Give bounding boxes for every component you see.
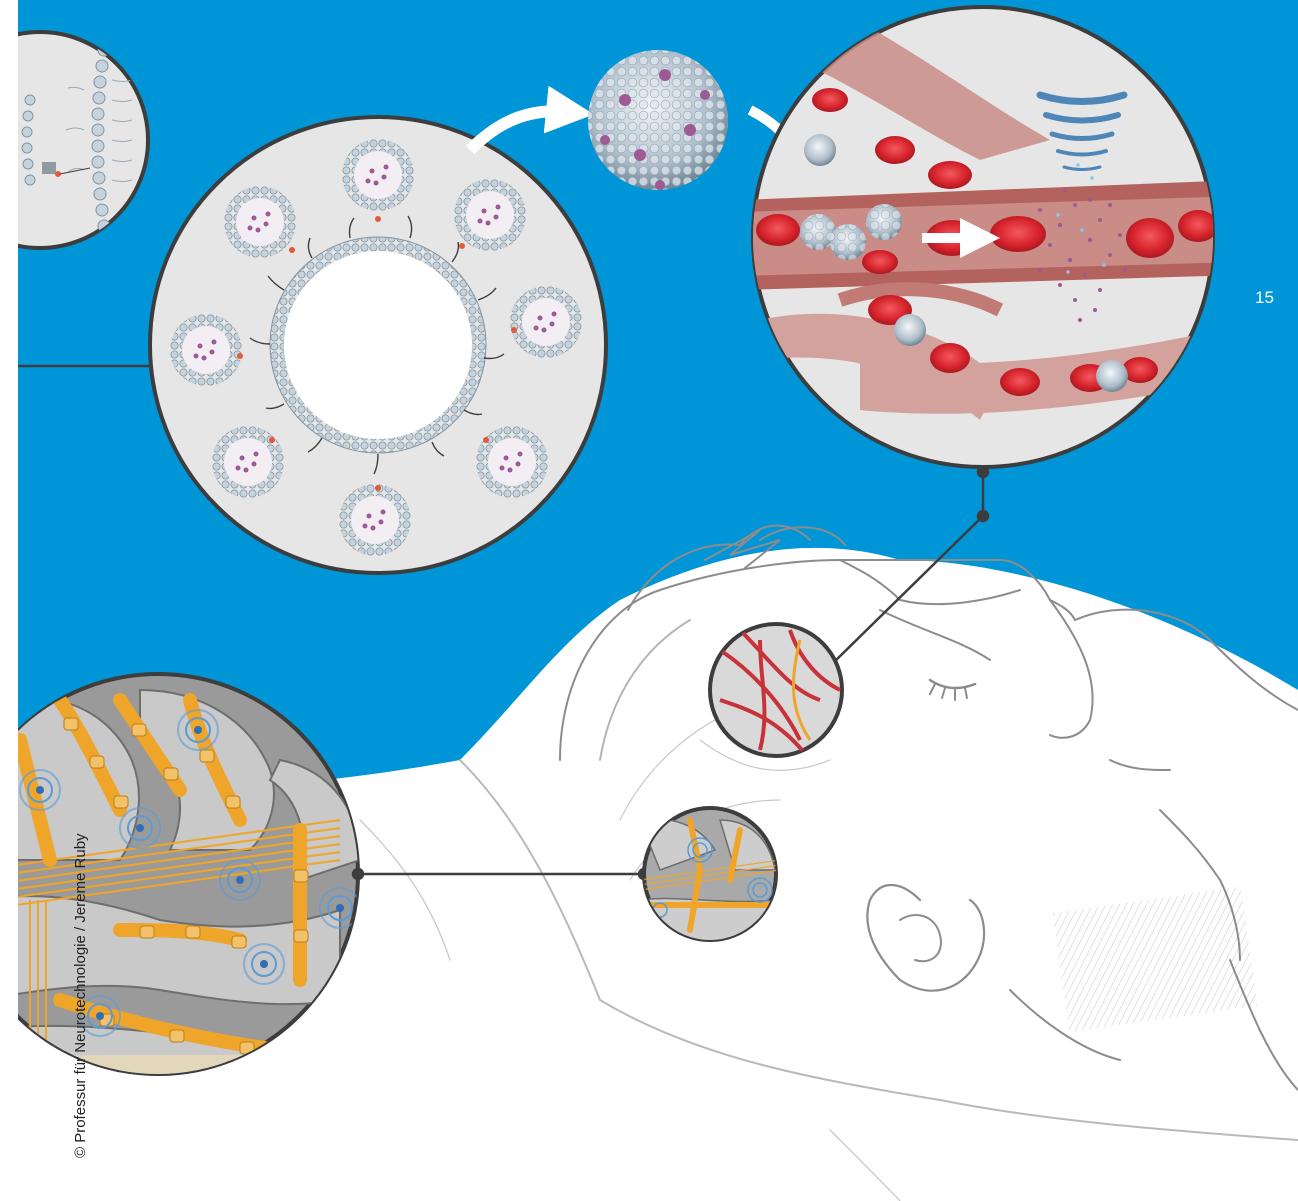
small-vessel-magnifier bbox=[710, 624, 842, 760]
nanoparticle-sphere bbox=[588, 50, 728, 190]
image-credit: © Professur für Neurotechnologie / Jerem… bbox=[72, 833, 89, 1158]
page-number: 15 bbox=[1255, 288, 1274, 308]
liposome-assembly-magnifier bbox=[150, 117, 606, 573]
